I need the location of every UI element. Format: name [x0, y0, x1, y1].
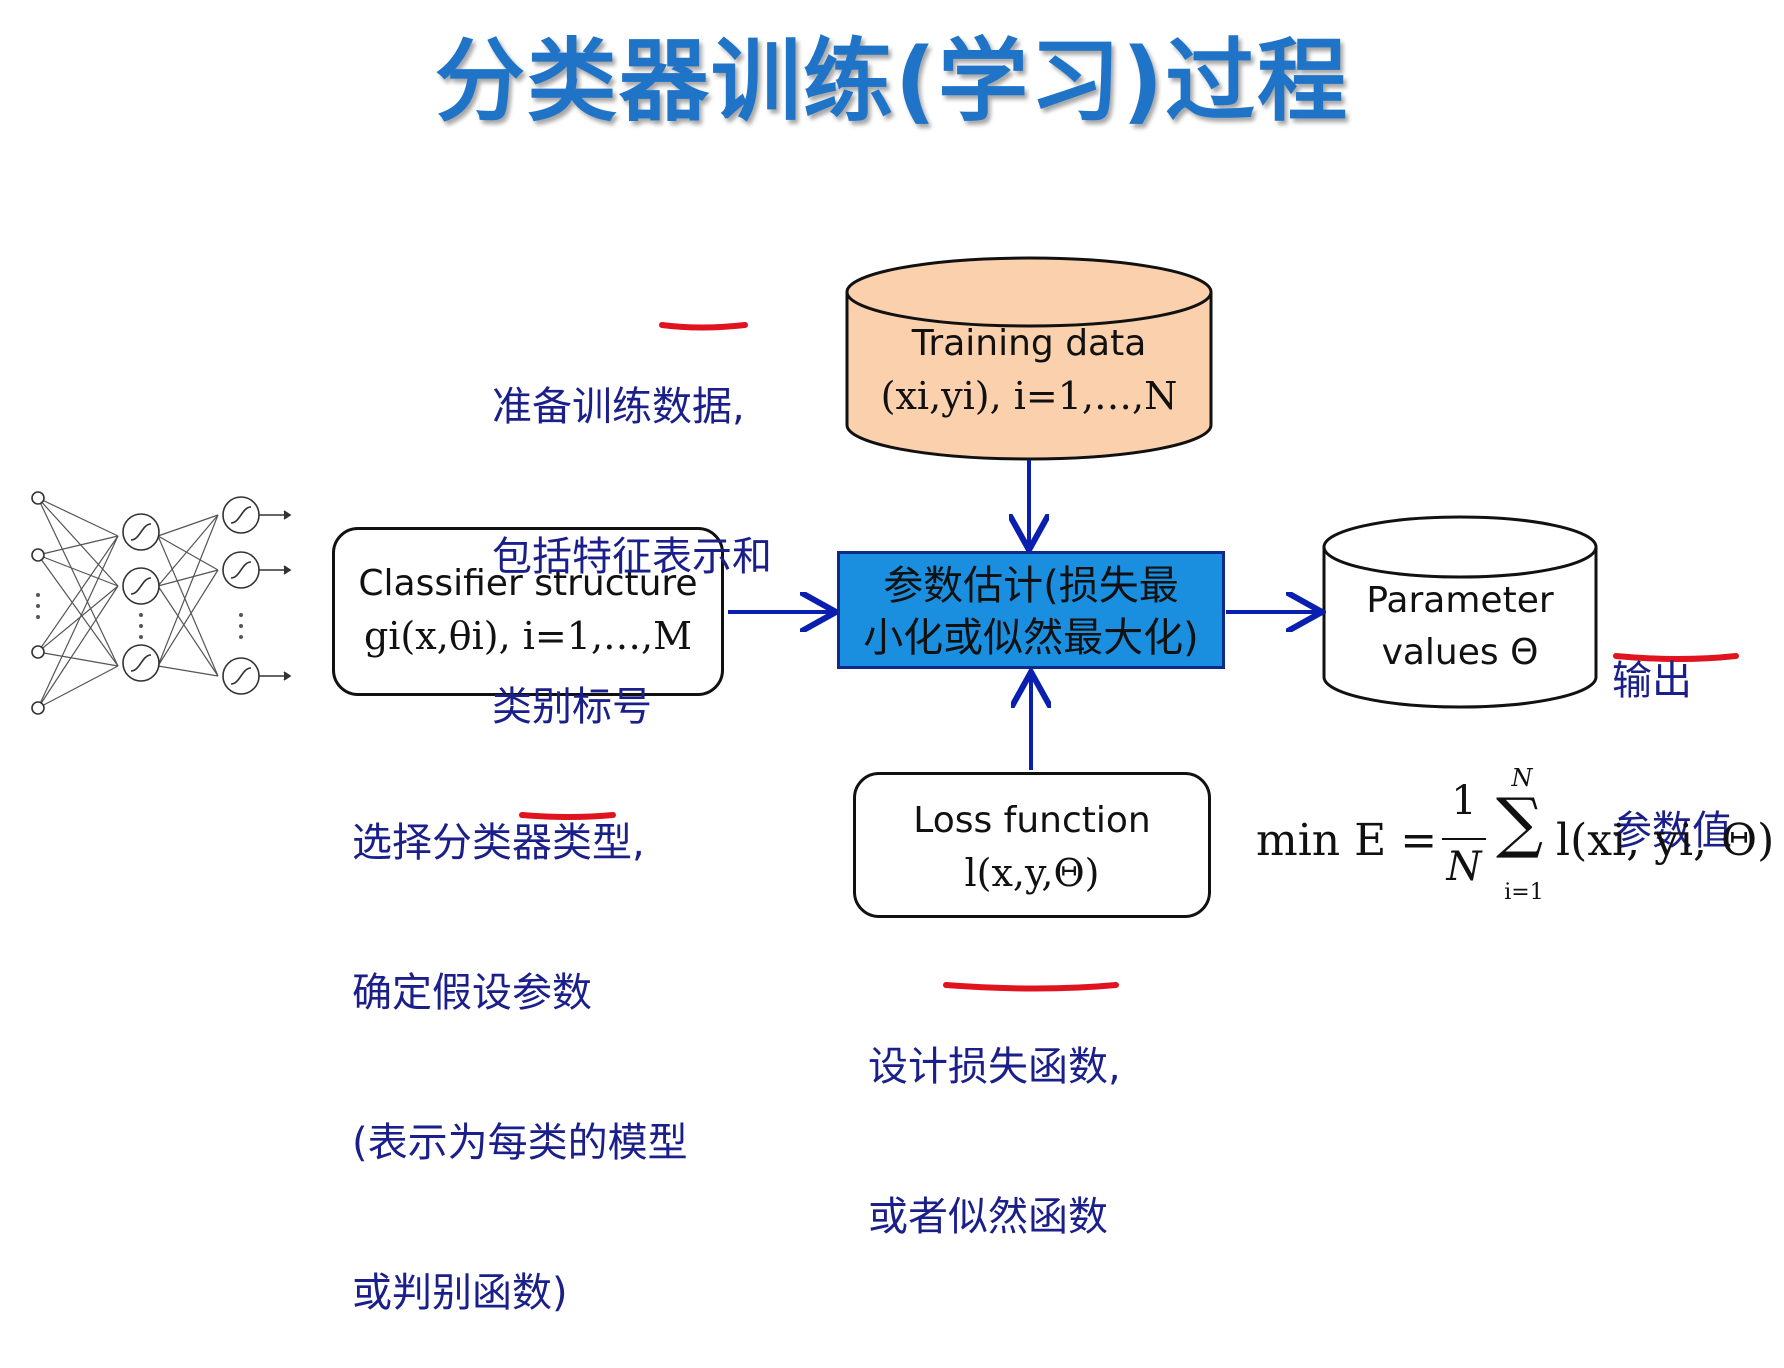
underline-loss — [943, 982, 1119, 992]
classifier-note-line3: (表示为每类的模型 — [352, 1120, 688, 1166]
training-data-cylinder — [845, 256, 1213, 461]
classifier-formula: gi(x,θi), i=1,…,M — [363, 614, 693, 658]
loss-formula: l(x,y,Θ) — [964, 851, 1100, 895]
training-data-box: Training data (xi,yi), i=1,…,N — [847, 318, 1211, 422]
parameter-line1: Parameter — [1366, 580, 1554, 621]
page-title: 分类器训练(学习)过程 — [434, 29, 1350, 134]
classifier-label: Classifier structure — [358, 563, 698, 604]
equation-lhs: min E = — [1256, 815, 1438, 866]
data-note: 准备训练数据, 包括特征表示和 类别标号 — [492, 282, 772, 782]
output-note-line1: 输出 — [1612, 658, 1692, 704]
sigmoid-node-icon — [122, 496, 260, 695]
data-note-suffix: , — [732, 384, 745, 430]
equation-frac-bar — [1442, 838, 1486, 840]
loss-note: 设计损失函数, 或者似然函数 — [868, 942, 1121, 1292]
parameter-estimation-box: 参数估计(损失最 小化或似然最大化) — [837, 551, 1225, 669]
estimation-line2: 小化或似然最大化) — [863, 615, 1199, 661]
output-note: 输出 参数值 — [1612, 556, 1732, 906]
classifier-structure-box: Classifier structure gi(x,θi), i=1,…,M — [332, 527, 724, 696]
loss-note-line2: 或者似然函数 — [868, 1194, 1108, 1240]
equation-sum-bottom: i=1 — [1504, 880, 1544, 905]
classifier-note-underlined: 参数 — [512, 970, 592, 1016]
neural-network-icon — [31, 491, 292, 715]
underline-data — [659, 322, 748, 331]
loss-function-box: Loss function l(x,y,Θ) — [853, 772, 1211, 918]
data-note-prefix: 准备训练 — [492, 384, 652, 430]
classifier-note-line4: 或判别函数) — [352, 1270, 568, 1316]
loss-note-underlined: 损失函数 — [948, 1044, 1108, 1090]
equation-frac-den: N — [1446, 844, 1482, 890]
underline-params — [519, 812, 616, 820]
parameter-values-cylinder — [1322, 515, 1598, 709]
equation-term: l(xi, yi, Θ) — [1556, 815, 1775, 866]
equation-sum-top: N — [1511, 764, 1533, 792]
classifier-note-prefix: 确定假设 — [352, 970, 512, 1016]
output-note-line2: 参数值 — [1612, 808, 1732, 854]
diagram-graphics — [31, 256, 1739, 992]
data-note-underlined: 数据 — [652, 384, 732, 430]
loss-note-prefix: 设计 — [868, 1044, 948, 1090]
classifier-note: 选择分类器类型, 确定假设参数 (表示为每类的模型 或判别函数) — [352, 718, 688, 1368]
data-note-line3: 类别标号 — [492, 684, 652, 730]
data-note-line2: 包括特征表示和 — [492, 534, 772, 580]
training-data-label: Training data — [911, 323, 1147, 364]
parameter-line2: values Θ — [1381, 632, 1539, 673]
equation-frac-num: 1 — [1451, 778, 1477, 824]
loss-label: Loss function — [913, 800, 1151, 841]
estimation-line1: 参数估计(损失最 — [883, 563, 1179, 609]
sigma-icon: ∑ — [1496, 784, 1544, 861]
classifier-note-line1: 选择分类器类型, — [352, 820, 645, 866]
parameter-values-box: Parameter values Θ — [1324, 575, 1596, 679]
training-data-formula: (xi,yi), i=1,…,N — [880, 374, 1178, 418]
objective-equation: min E = 1 N N ∑ i=1 l(xi, yi, Θ) — [1256, 764, 1776, 910]
loss-note-suffix: , — [1108, 1044, 1121, 1090]
underline-param-values — [1613, 653, 1739, 662]
